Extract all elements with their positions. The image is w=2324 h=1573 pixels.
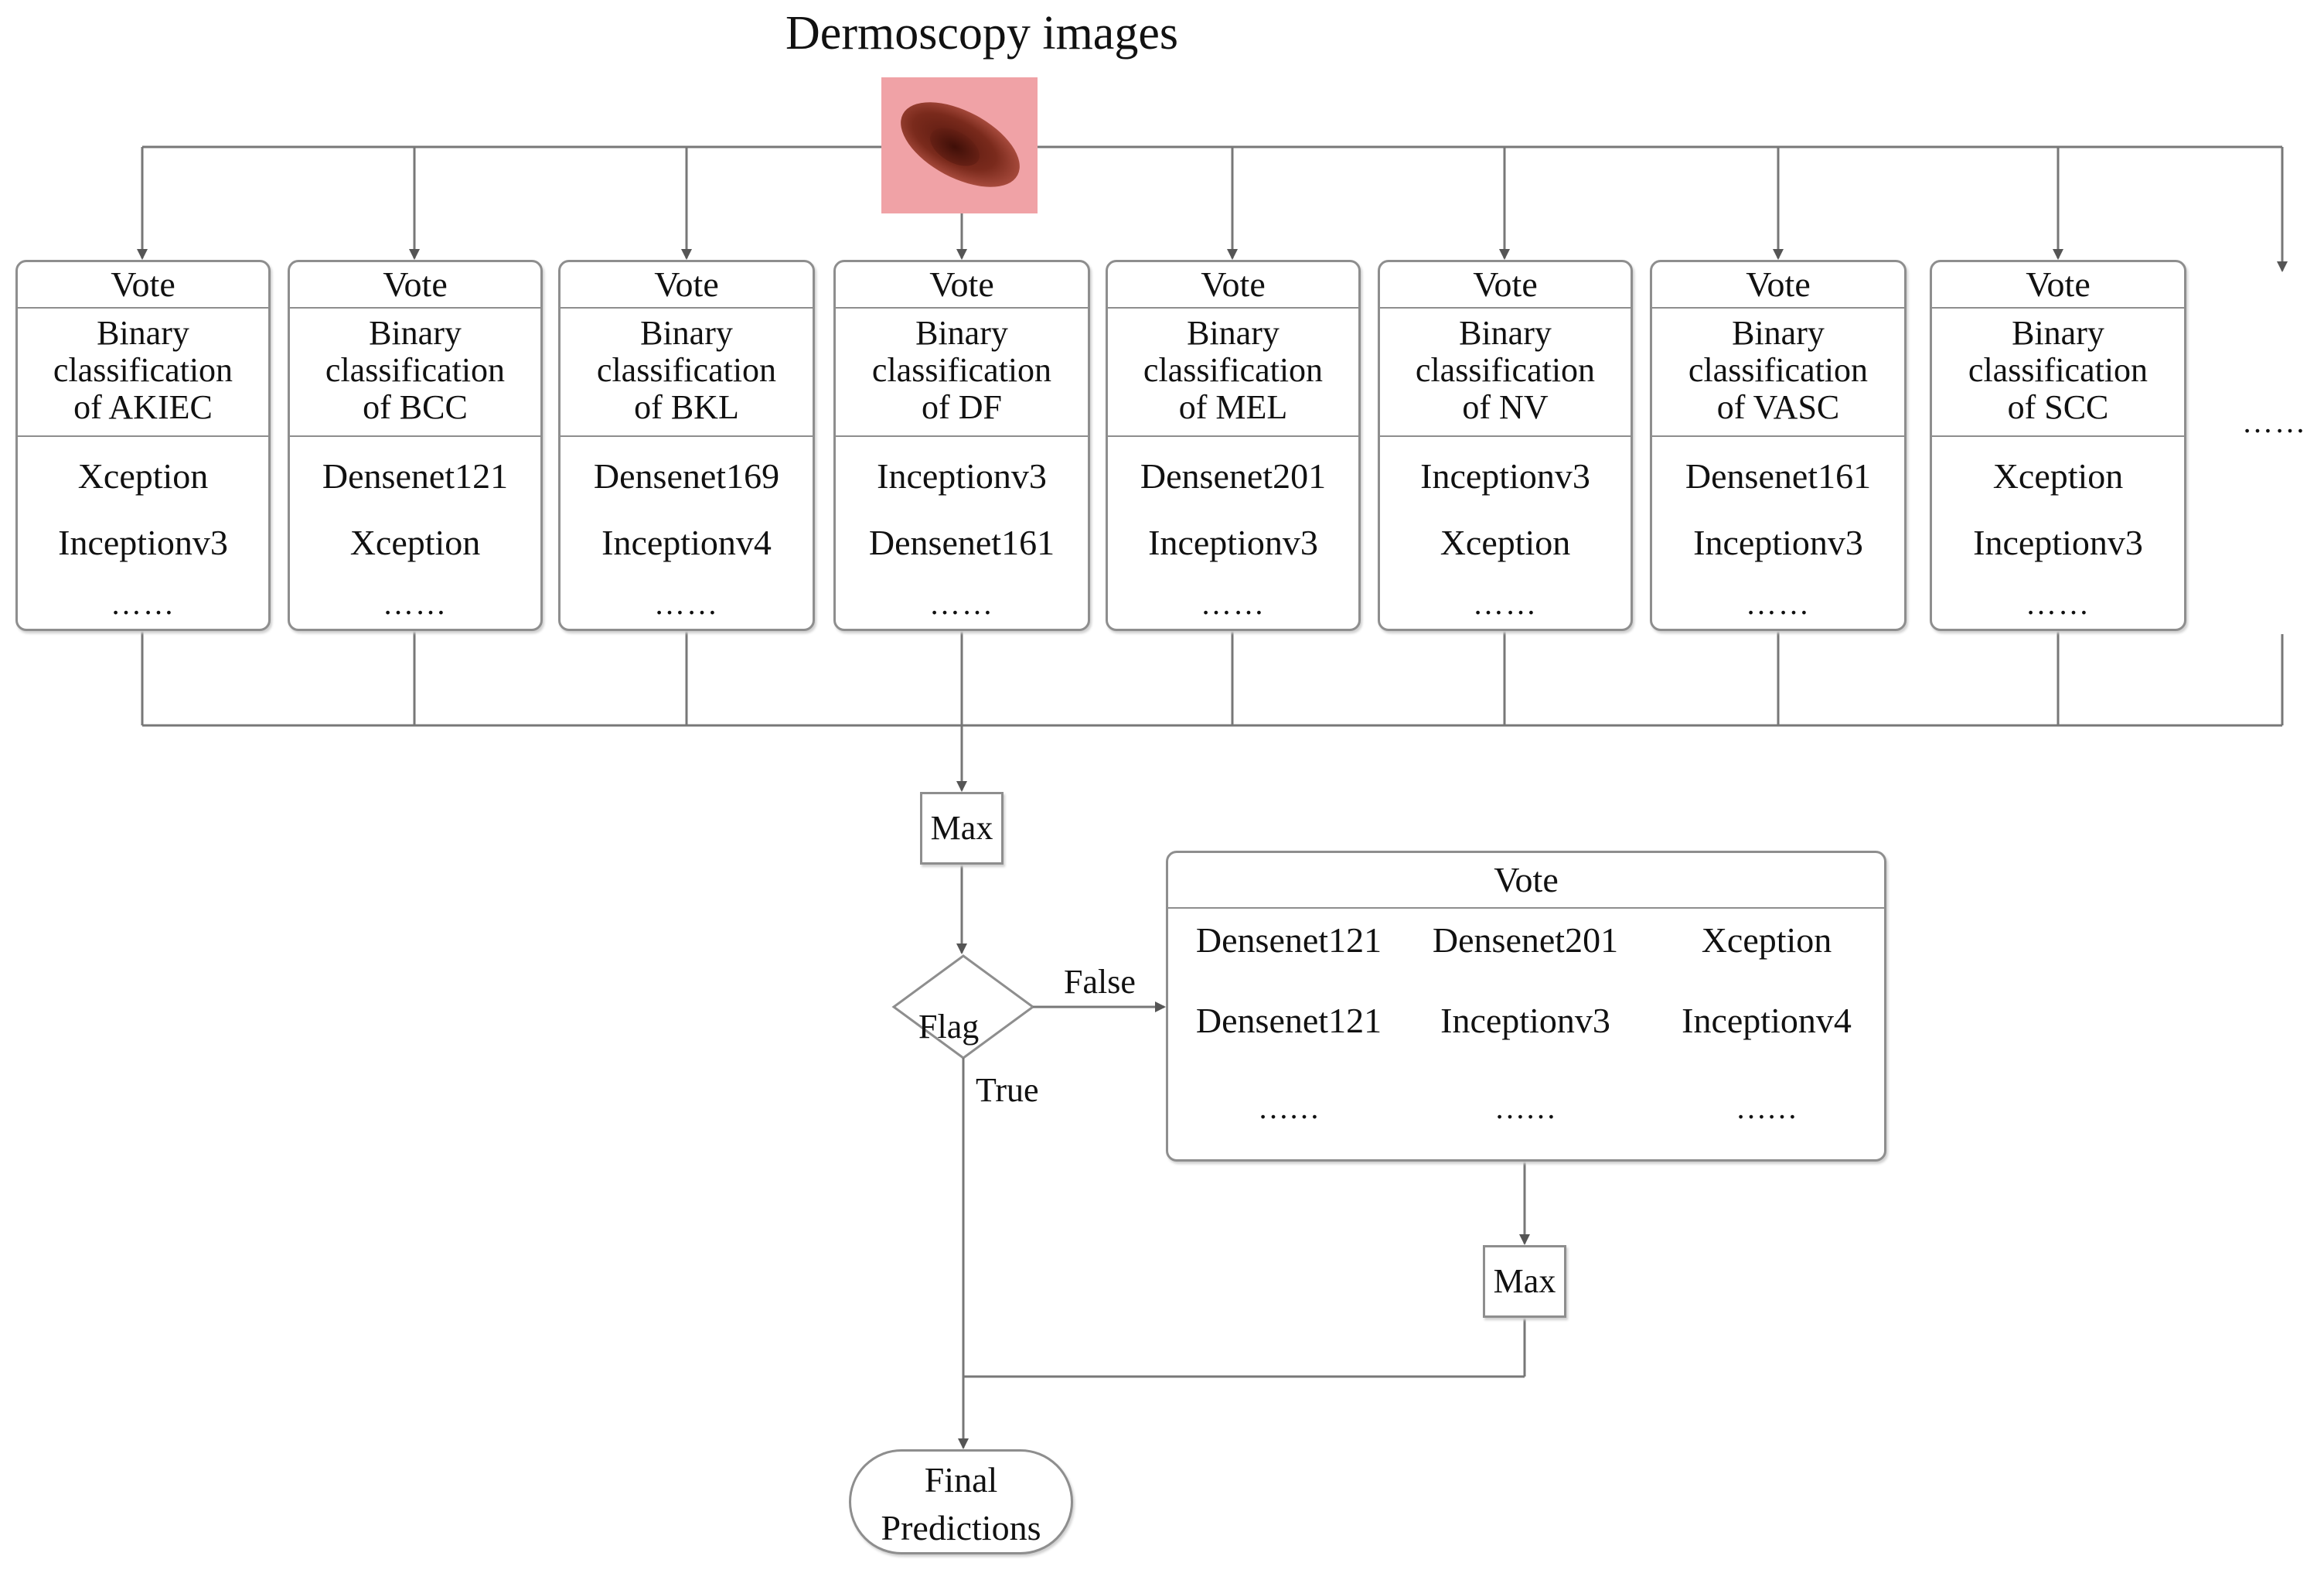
desc-line: Binary <box>2012 314 2104 352</box>
model-name: Xception <box>77 456 209 496</box>
desc-line: of DF <box>922 388 1002 426</box>
classifier-box-akiec: Vote Binary classification of AKIEC Xcep… <box>15 260 271 631</box>
ellipsis: …… <box>383 586 448 621</box>
classifier-box-vasc: Vote Binary classification of VASC Dense… <box>1650 260 1907 631</box>
ellipsis: …… <box>111 586 175 621</box>
model-name: Xception <box>1440 523 1571 562</box>
classifier-box-bkl: Vote Binary classification of BKL Densen… <box>558 260 815 631</box>
vote-header: Vote <box>1108 262 1358 309</box>
ellipsis: …… <box>1473 586 1538 621</box>
final-line: Final <box>924 1460 998 1500</box>
ellipsis: …… <box>2026 586 2091 621</box>
classifier-description: Binary classification of SCC <box>1932 307 2184 437</box>
ellipsis: …… <box>654 586 719 621</box>
desc-line: classification <box>1415 351 1596 389</box>
diagram-title: Dermoscopy images <box>785 7 1178 60</box>
model-name: Inceptionv4 <box>601 523 772 562</box>
model-name: Densenet169 <box>593 456 780 496</box>
classifier-box-nv: Vote Binary classification of NV Incepti… <box>1378 260 1633 631</box>
classifier-box-bcc: Vote Binary classification of BCC Densen… <box>288 260 543 631</box>
model-name: Densenet161 <box>868 523 1055 562</box>
desc-line: classification <box>1688 351 1869 389</box>
vote-header: Vote <box>1380 262 1631 309</box>
model-name: Densenet121 <box>1195 1001 1382 1040</box>
model-name: Xception <box>1701 920 1832 960</box>
dermoscopy-image <box>881 77 1038 213</box>
more-classes-ellipsis: …… <box>2242 404 2307 439</box>
desc-line: Binary <box>640 314 733 352</box>
desc-line: classification <box>325 351 506 389</box>
ellipsis: …… <box>1494 1090 1556 1125</box>
classifier-description: Binary classification of AKIEC <box>18 307 268 437</box>
vote-header: Vote <box>561 262 813 309</box>
final-line: Predictions <box>881 1508 1041 1547</box>
desc-line: Binary <box>915 314 1008 352</box>
desc-line: classification <box>596 351 777 389</box>
model-name: Xception <box>1992 456 2124 496</box>
desc-line: of BKL <box>634 388 739 426</box>
desc-line: of VASC <box>1716 388 1840 426</box>
ellipsis: …… <box>1746 586 1811 621</box>
desc-line: classification <box>1968 351 2149 389</box>
max-node-secondary: Max <box>1483 1245 1566 1318</box>
model-name: Xception <box>349 523 481 562</box>
classifier-description: Binary classification of BCC <box>290 307 540 437</box>
classifier-description: Binary classification of MEL <box>1108 307 1358 437</box>
model-name: Densenet201 <box>1432 920 1619 960</box>
desc-line: classification <box>871 351 1052 389</box>
model-name: Inceptionv3 <box>1440 1001 1610 1040</box>
vote-header: Vote <box>1652 262 1904 309</box>
ellipsis: …… <box>1201 586 1266 621</box>
desc-line: of MEL <box>1178 388 1288 426</box>
classifier-box-scc: Vote Binary classification of SCC Xcepti… <box>1930 260 2186 631</box>
model-name: Densenet201 <box>1140 456 1327 496</box>
model-name: Inceptionv3 <box>58 523 228 562</box>
classifier-description: Binary classification of DF <box>836 307 1088 437</box>
desc-line: Binary <box>369 314 462 352</box>
vote-header: Vote <box>1932 262 2184 309</box>
ellipsis: …… <box>1736 1090 1798 1125</box>
desc-line: classification <box>1143 351 1324 389</box>
model-name: Inceptionv3 <box>1973 523 2143 562</box>
desc-line: Binary <box>1459 314 1552 352</box>
classifier-box-mel: Vote Binary classification of MEL Densen… <box>1106 260 1361 631</box>
ellipsis: …… <box>929 586 994 621</box>
desc-line: Binary <box>1187 314 1280 352</box>
vote-header: Vote <box>290 262 540 309</box>
model-name: Densenet121 <box>322 456 509 496</box>
model-name: Inceptionv3 <box>1693 523 1863 562</box>
desc-line: of AKIEC <box>73 388 213 426</box>
desc-line: of BCC <box>363 388 468 426</box>
ellipsis: …… <box>1258 1090 1320 1125</box>
classifier-description: Binary classification of BKL <box>561 307 813 437</box>
classifier-box-df: Vote Binary classification of DF Incepti… <box>833 260 1090 631</box>
classifier-description: Binary classification of VASC <box>1652 307 1904 437</box>
desc-line: classification <box>53 351 233 389</box>
model-name: Inceptionv4 <box>1682 1001 1852 1040</box>
vote-header: Vote <box>1168 853 1884 909</box>
desc-line: Binary <box>97 314 189 352</box>
vote-header: Vote <box>836 262 1088 309</box>
max-node: Max <box>920 792 1004 865</box>
desc-line: of SCC <box>2007 388 2109 426</box>
true-branch-label: True <box>976 1071 1039 1109</box>
false-branch-label: False <box>1064 963 1136 1001</box>
model-name: Inceptionv3 <box>1148 523 1318 562</box>
desc-line: Binary <box>1732 314 1825 352</box>
flag-decision-label: Flag <box>918 1008 980 1046</box>
desc-line: of NV <box>1462 388 1549 426</box>
model-name: Inceptionv3 <box>877 456 1047 496</box>
final-predictions-node: Final Predictions <box>849 1449 1073 1554</box>
model-name: Inceptionv3 <box>1420 456 1590 496</box>
classifier-description: Binary classification of NV <box>1380 307 1631 437</box>
fallback-vote-box: Vote Densenet121 Densenet201 Xception De… <box>1166 851 1886 1162</box>
model-name: Densenet161 <box>1685 456 1872 496</box>
vote-header: Vote <box>18 262 268 309</box>
model-name: Densenet121 <box>1195 920 1382 960</box>
